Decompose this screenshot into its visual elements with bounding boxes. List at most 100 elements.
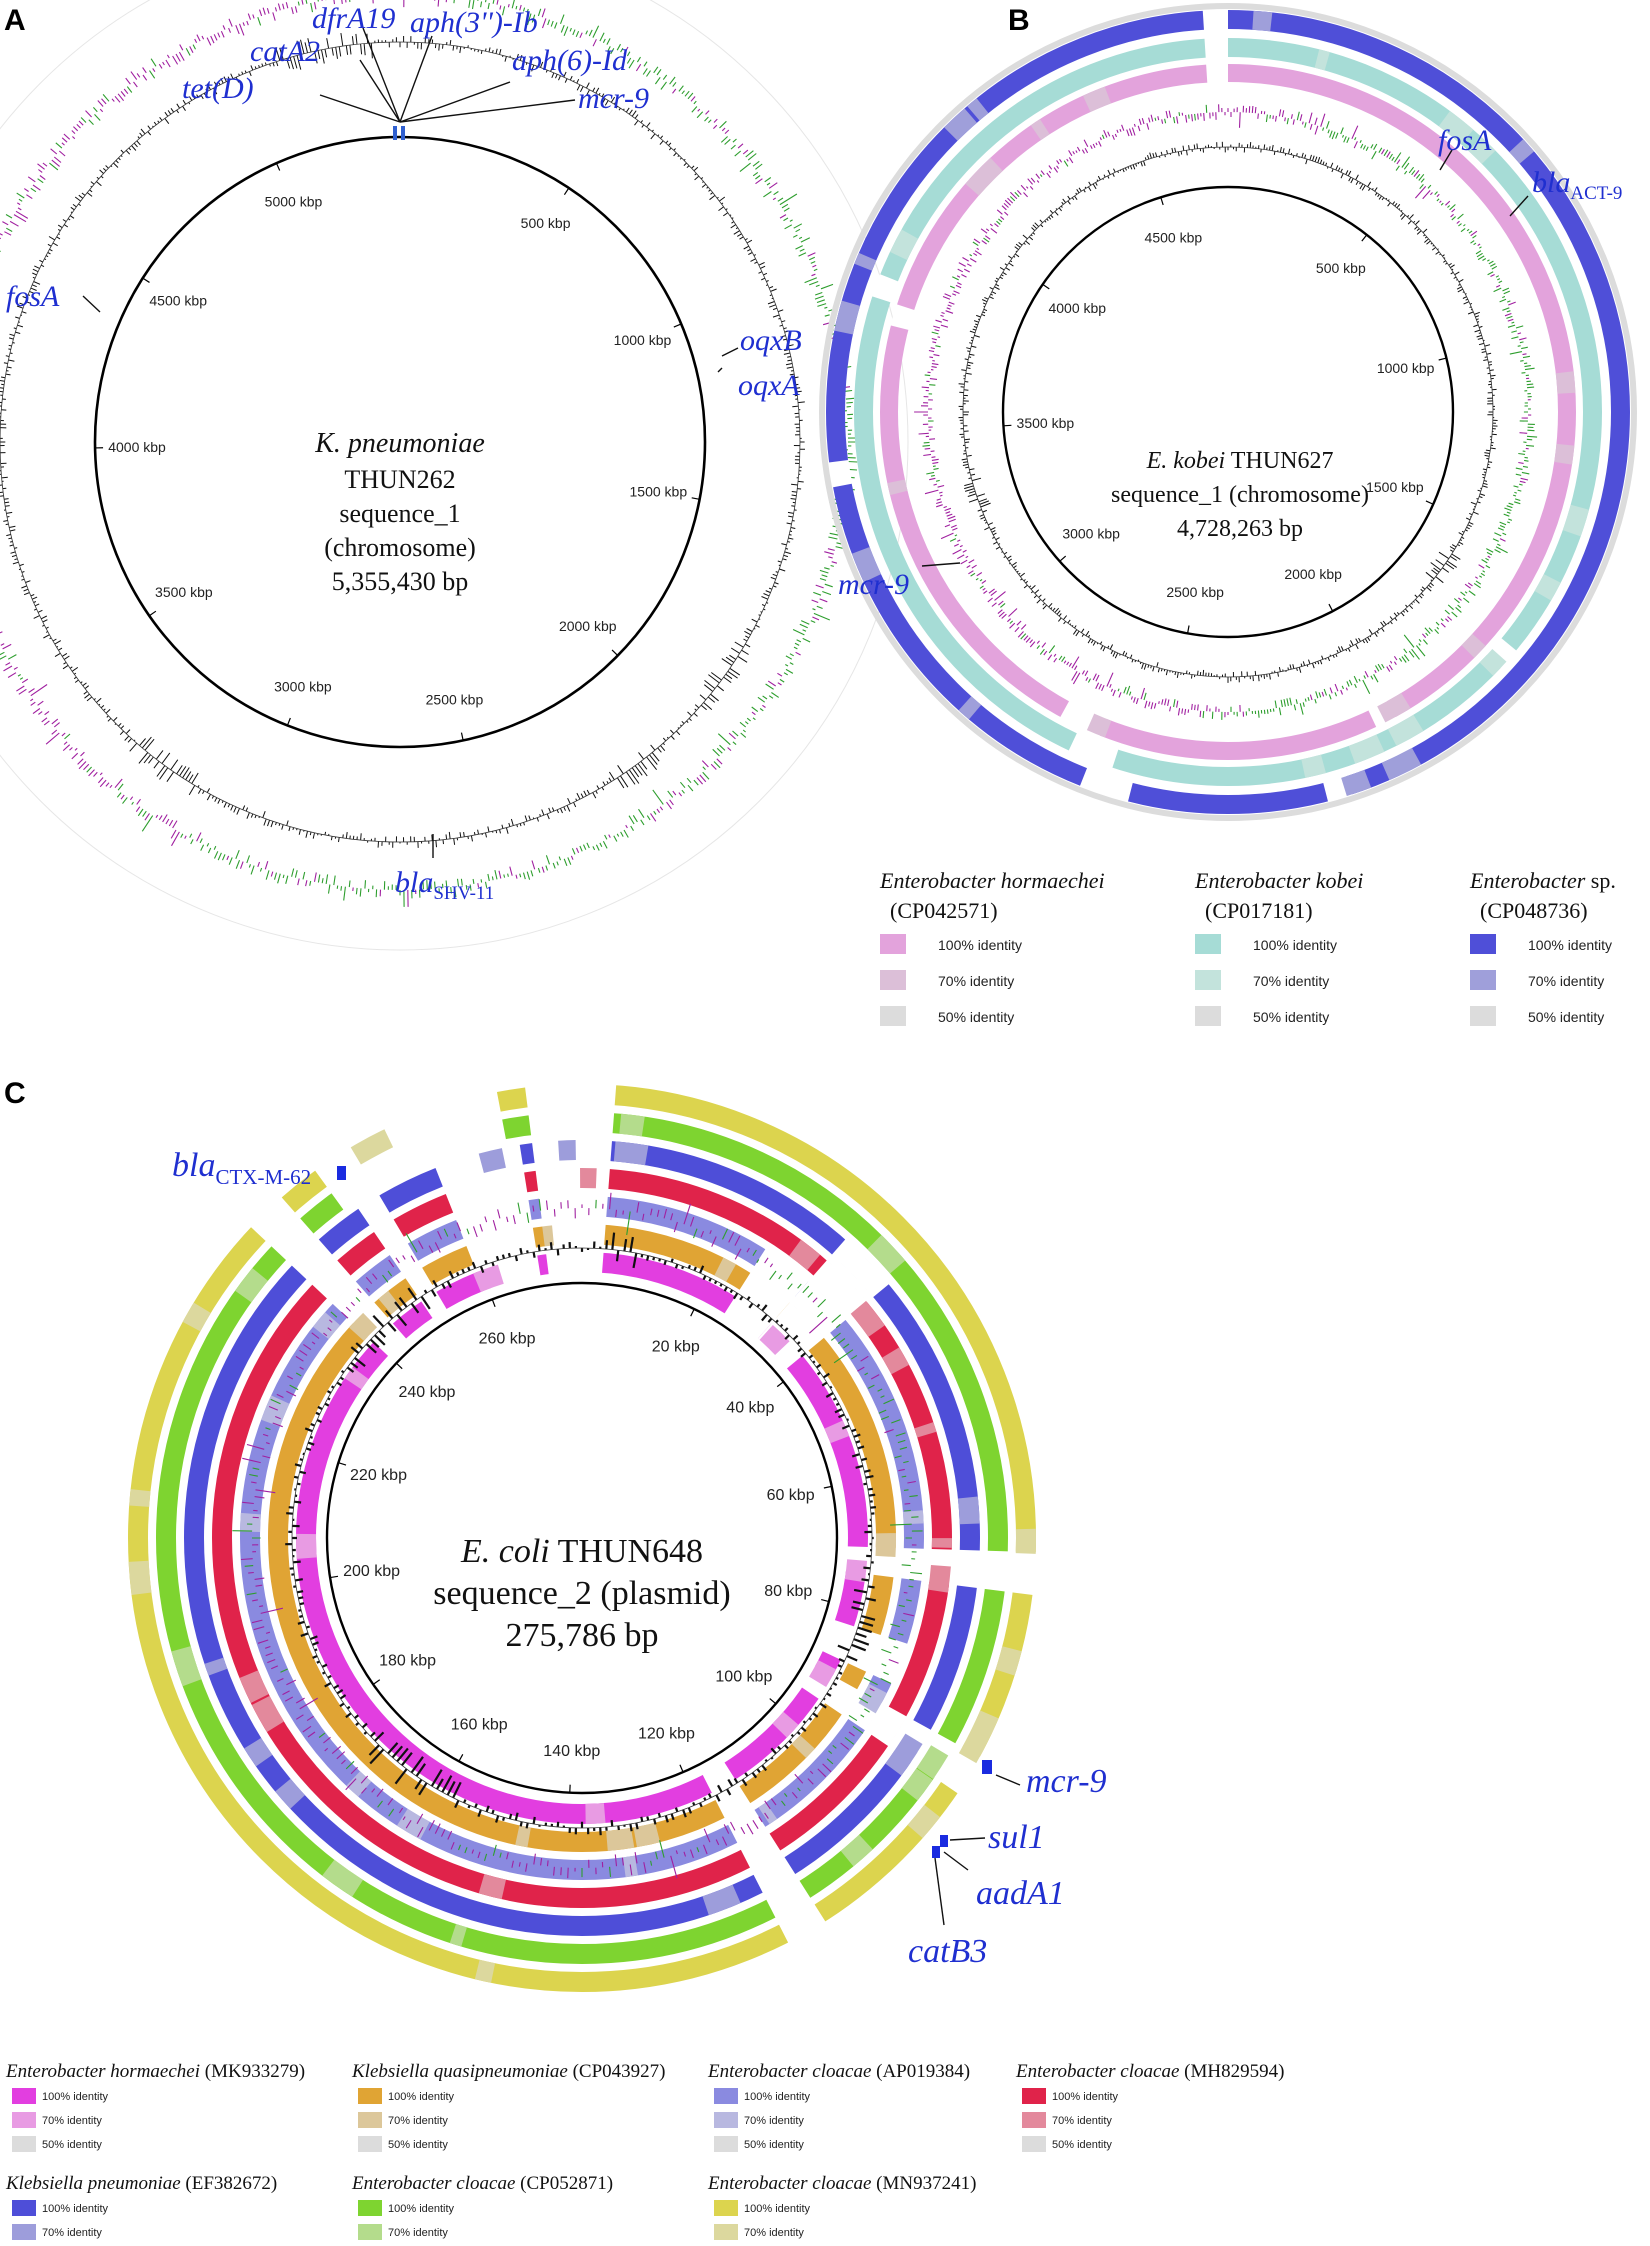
legend-identity-label: 70% identity [1528,973,1604,989]
ring-lowid-segment [944,108,977,141]
ring-lowid-segment [1468,136,1496,164]
ring-gap [813,1260,868,1316]
ring-lowid-segment [967,98,989,121]
gc-content-bars [958,141,1498,683]
gene-catA2: catA2 [250,35,320,68]
leader-tetD [319,94,401,123]
ring-lowid-segment [758,1802,778,1825]
ring-lowid-segment [931,1538,952,1548]
leader-aadA1 [943,1851,969,1871]
ring-gap [739,1272,790,1318]
tick-mark [776,1381,784,1388]
leader-fosA [82,295,101,313]
panel-b-gc-skew-track [914,104,1538,720]
ring-gap [831,1239,890,1298]
ring-gap [331,1119,507,1210]
ring-lowid-segment [1348,734,1385,764]
panel-c-title-line: E. coli THUN648 [460,1533,703,1570]
ring-lowid-segment [275,1778,305,1809]
legend-accession: (CP048736) [1480,898,1588,923]
tick-mark [329,1575,339,1579]
legend-identity-label: 50% identity [1528,1009,1604,1025]
legend-identity-label: 70% identity [1052,2115,1112,2127]
ring-gap [582,1083,617,1106]
tick-mark [1328,603,1334,612]
tick-mark [673,323,682,328]
ring-gap [1079,767,1133,802]
gc-content-baseline [962,146,1494,678]
ring-lowid-segment [1030,119,1050,141]
gene-aadA1: aadA1 [976,1875,1065,1912]
blast-identity-ring [826,10,1630,814]
ring-gap [582,1111,615,1134]
panel-c-gene-mark [932,1846,940,1858]
tick-label: 3500 kbp [155,584,213,600]
ring-lowid-segment [619,1113,645,1137]
ring-lowid-segment [1534,574,1561,601]
legend-species: Enterobacter cloacae (MH829594) [1015,2061,1284,2082]
tick-mark [1160,197,1164,206]
ring-lowid-segment [204,1657,228,1676]
legend-identity-label: 70% identity [388,2227,448,2239]
ring-lowid-segment [128,1560,152,1595]
tick-label: 3500 kbp [1017,415,1075,431]
ring-lowid-segment [851,547,882,583]
ring-gap [250,1197,296,1242]
ring-gap [900,1548,925,1581]
legend-identity-label: 100% identity [938,937,1022,953]
tick-label: 500 kbp [521,215,571,231]
ring-lowid-segment [449,1923,467,1947]
ring-lowid-segment [702,1884,741,1916]
ring-lowid-segment [171,1646,198,1675]
legend-swatch [358,2088,382,2104]
ring-lowid-segment [889,229,919,261]
ring-lowid-segment [474,1959,496,1983]
ring-lowid-segment [844,1559,868,1583]
ring-lowid-segment [1015,1528,1036,1554]
ring-lowid-segment [296,1533,317,1559]
legend-species: Enterobacter cloacae (CP052871) [351,2173,613,2194]
legend-swatch [714,2112,738,2128]
tick-label: 2500 kbp [426,691,484,707]
tick-mark [458,1754,464,1762]
ring-lowid-segment [840,1834,873,1867]
gene-mcr9-b: mcr-9 [838,568,909,601]
tick-label: 260 kbp [479,1331,536,1348]
gc-content-baseline [291,1247,873,1829]
tick-label: 5000 kbp [265,194,323,210]
ring-lowid-segment [251,1695,284,1733]
ring-gap [373,1219,405,1249]
ring-lowid-segment [1554,443,1575,465]
leader-catA2 [359,59,401,123]
leader-catB3 [934,1857,945,1926]
tick-label: 140 kbp [543,1743,600,1760]
tick-mark [275,162,281,171]
panel-a-gc-content-track [0,33,806,848]
legend-identity-label: 70% identity [938,973,1014,989]
ring-lowid-segment [1341,769,1372,797]
ring-gap [358,1194,390,1226]
panel-a-gene-mark [401,126,405,140]
legend-identity-label: 70% identity [1253,973,1329,989]
ring-lowid-segment [809,1660,837,1687]
tick-mark [142,277,150,283]
ring-lowid-segment [834,300,860,335]
leader-oqxB [721,347,739,357]
legend-swatch [358,2112,382,2128]
ring-lowid-segment [542,1225,554,1247]
panel-b-letter: B [1008,4,1030,37]
tick-mark [1042,283,1050,290]
tick-label: 4500 kbp [1145,229,1203,245]
tick-label: 40 kbp [726,1399,774,1416]
tick-mark [769,1698,777,1705]
tick-mark [563,187,570,195]
ring-lowid-segment [322,1859,364,1897]
tick-label: 240 kbp [398,1384,455,1401]
legend-identity-label: 50% identity [1052,2139,1112,2151]
tick-label: 100 kbp [715,1668,772,1685]
ring-lowid-segment [240,1512,261,1533]
ring-lowid-segment [854,252,877,271]
ring-gap [766,1880,811,1919]
legend-identity-label: 50% identity [42,2139,102,2151]
ring-lowid-segment [1509,139,1535,164]
